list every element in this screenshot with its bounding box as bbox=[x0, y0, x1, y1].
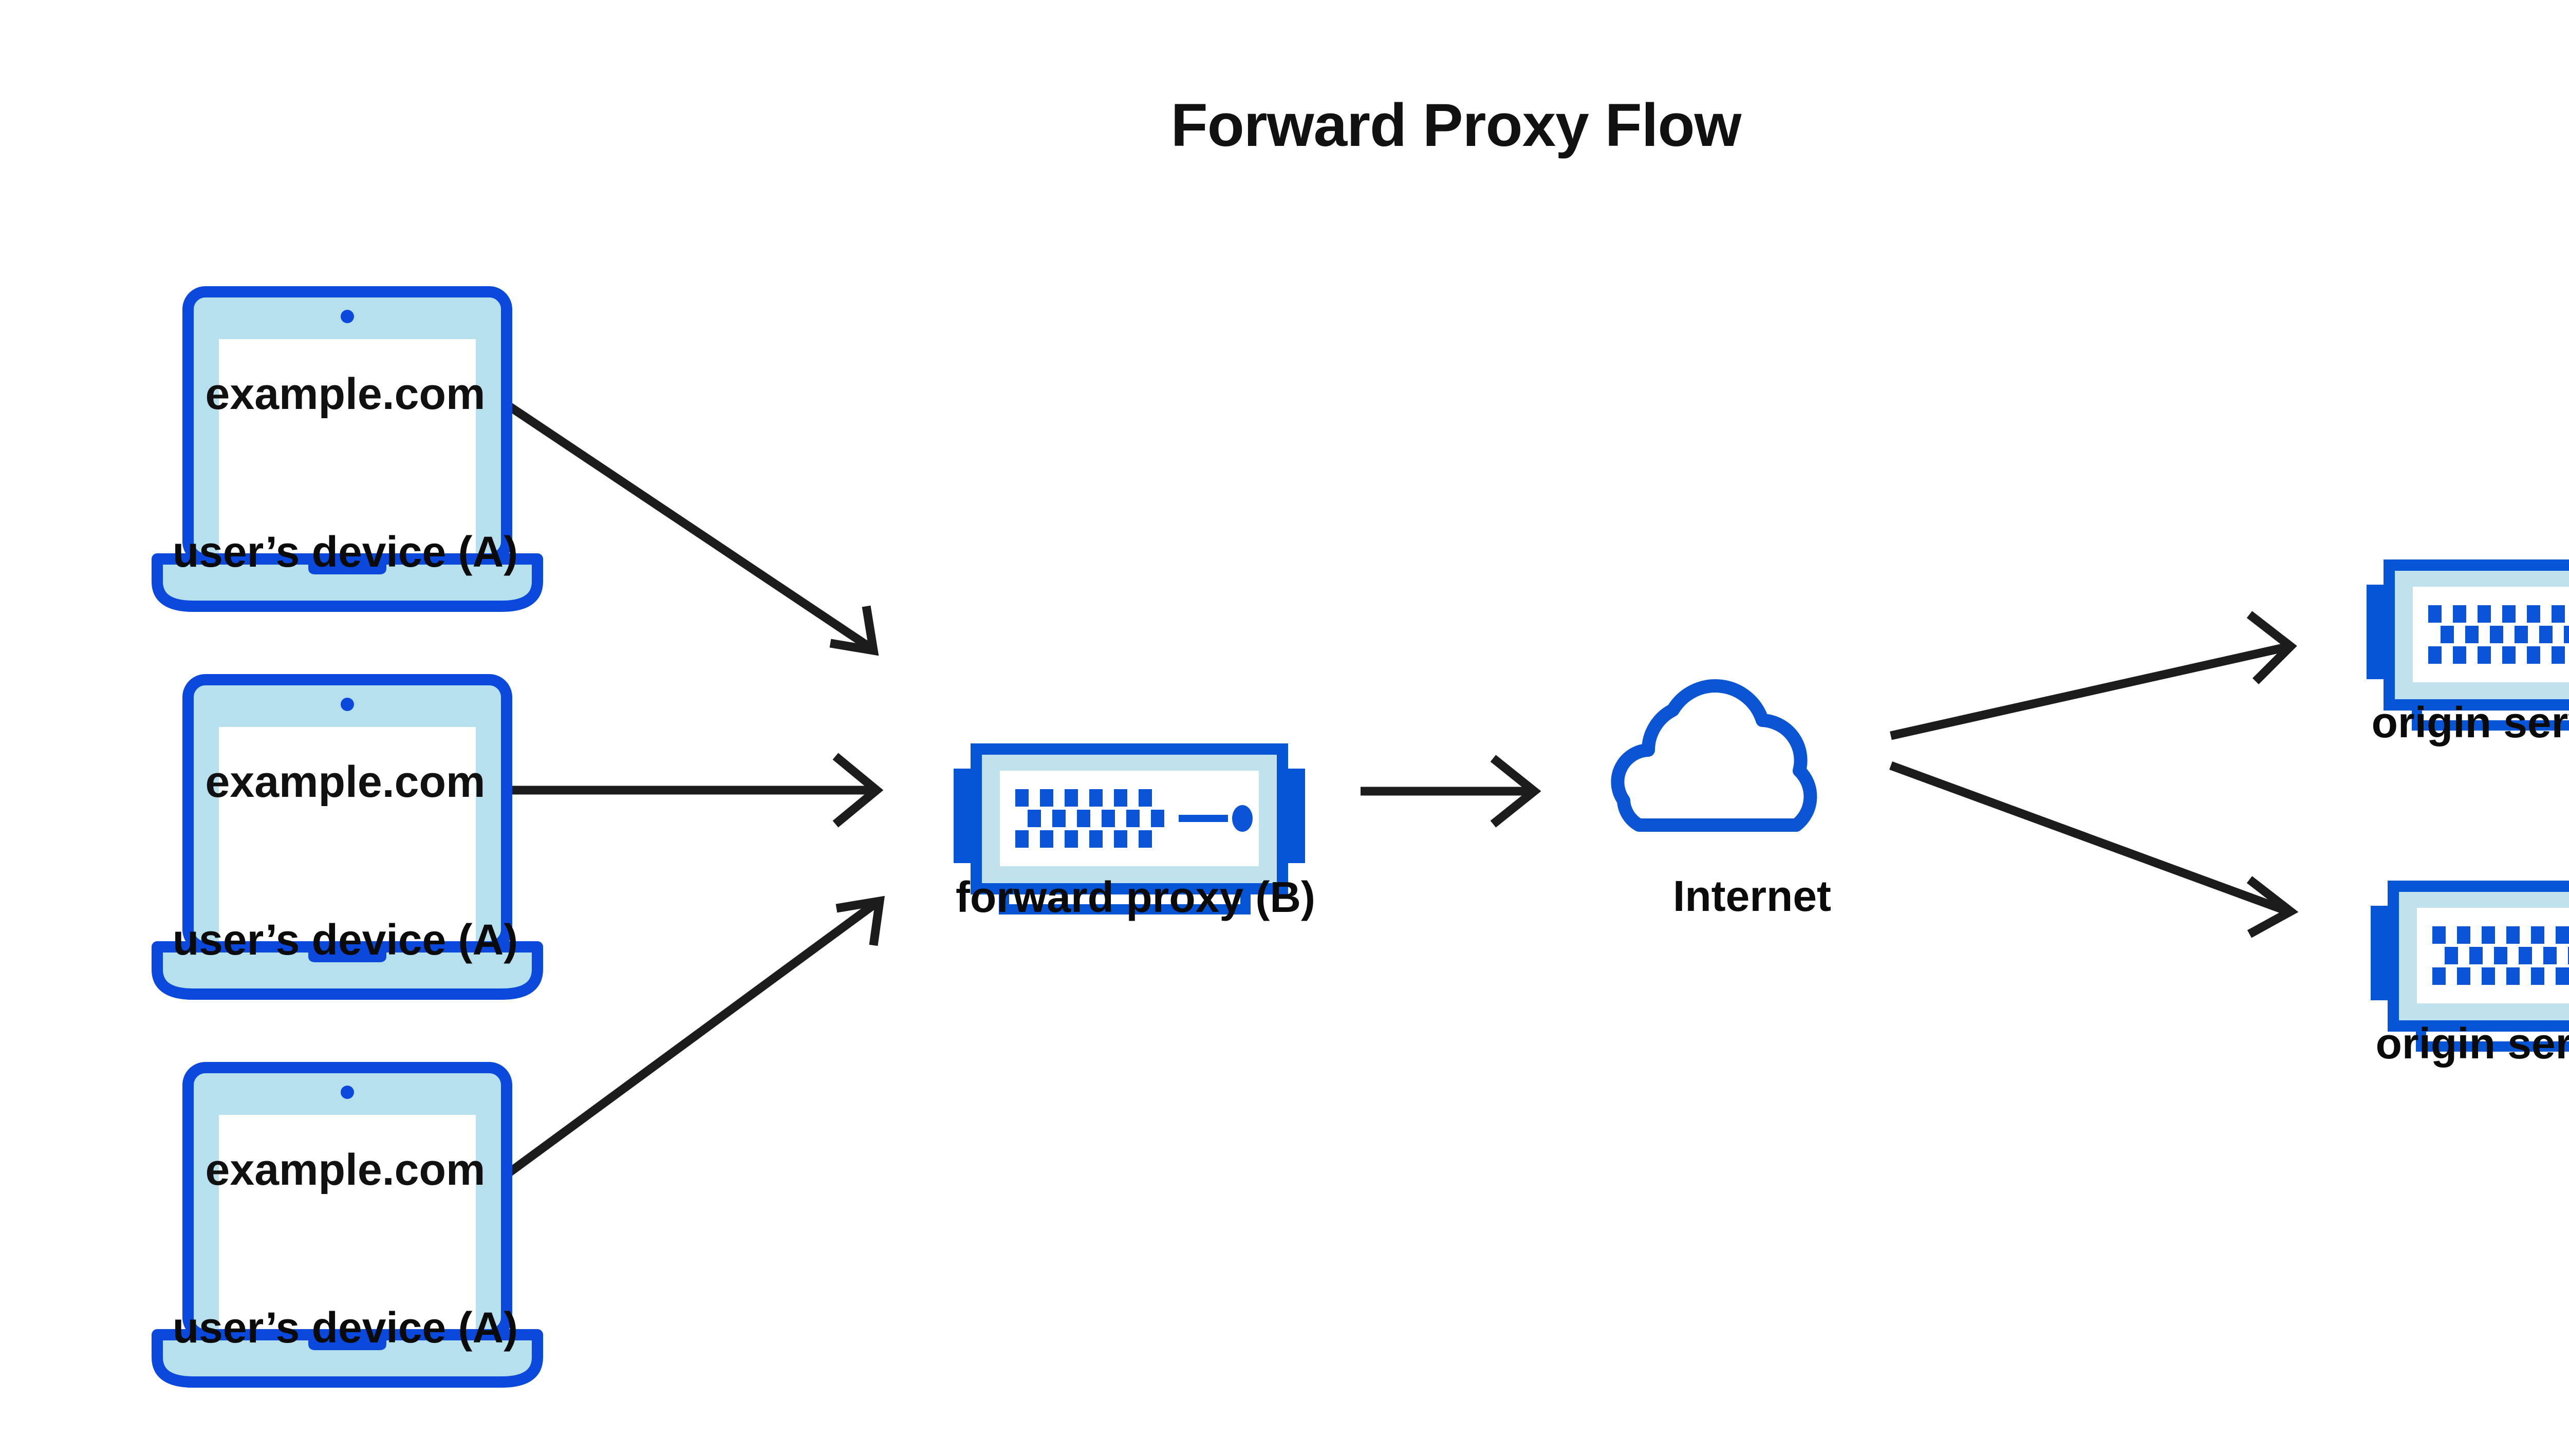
edge-internet-to-origin2 bbox=[1889, 761, 2299, 938]
flow-edges bbox=[497, 398, 2299, 1181]
node-label-origin1: origin server (C) bbox=[2371, 698, 2569, 746]
edge-client3-to-proxy bbox=[499, 895, 885, 1181]
screen-text-client1: example.com bbox=[205, 369, 486, 419]
edge-client2-to-proxy bbox=[497, 753, 884, 828]
node-label-client2: user’s device (A) bbox=[172, 916, 518, 964]
node-label-proxy: forward proxy (B) bbox=[955, 873, 1316, 921]
node-label-origin2: origin server (C) bbox=[2375, 1019, 2569, 1068]
node-label-client3: user’s device (A) bbox=[172, 1303, 518, 1352]
screen-text-client2: example.com bbox=[205, 757, 486, 807]
edge-client1-to-proxy bbox=[500, 398, 879, 656]
edge-proxy-to-internet bbox=[1361, 755, 1541, 828]
node-label-client1: user’s device (A) bbox=[172, 528, 518, 576]
node-internet bbox=[1617, 686, 1810, 825]
screen-text-client3: example.com bbox=[205, 1145, 486, 1194]
node-label-internet: Internet bbox=[1672, 872, 1832, 920]
page-title: Forward Proxy Flow bbox=[1170, 91, 1742, 159]
edge-internet-to-origin1 bbox=[1890, 611, 2297, 740]
